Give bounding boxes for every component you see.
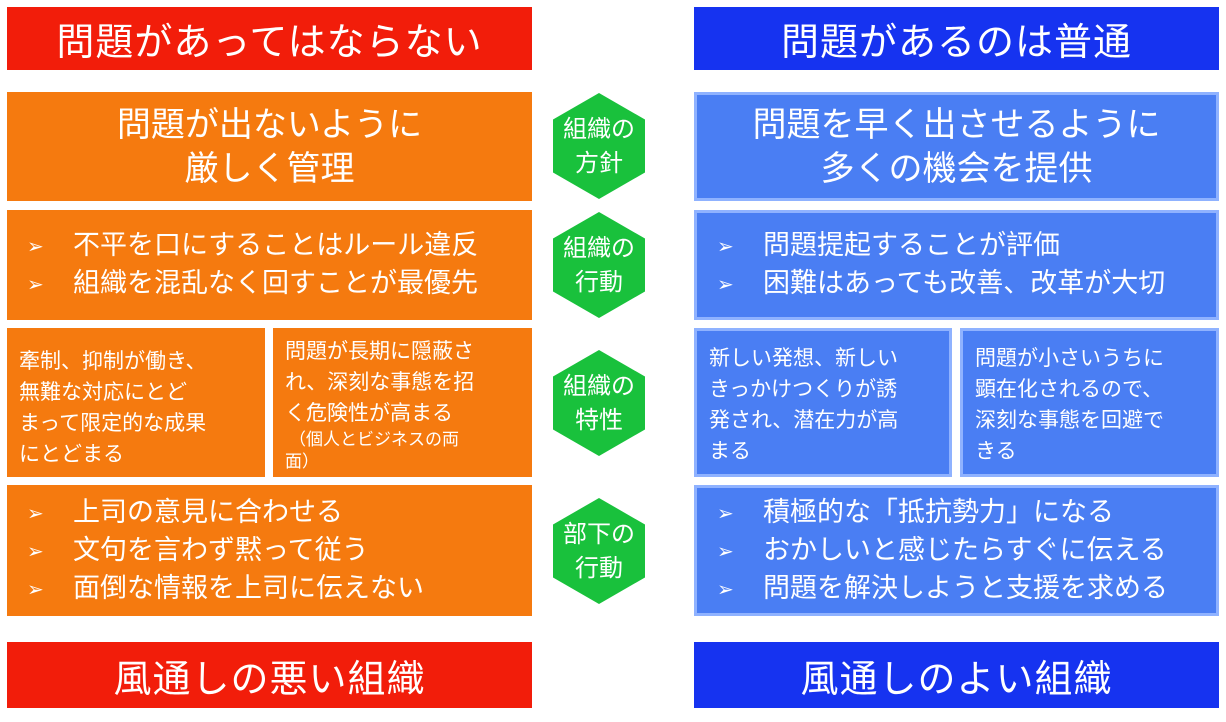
arrowhead-bullet-icon: ➢ xyxy=(717,538,734,563)
label-subordinate-line2: 行動 xyxy=(575,554,623,582)
right-trait-a-line: きっかけつくりが誘 xyxy=(709,377,898,401)
arrowhead-bullet-icon: ➢ xyxy=(27,576,44,601)
list-item: ➢ おかしいと感じたらすぐに伝える xyxy=(717,532,1168,570)
left-subordinate-text: 上司の意見に合わせる xyxy=(73,496,343,528)
right-actions-box: ➢ 問題提起することが評価 ➢ 困難はあっても改善、改革が大切 xyxy=(694,210,1219,320)
right-trait-b-line: きる xyxy=(975,439,1017,463)
right-subordinate-text: 積極的な「抵抗勢力」になる xyxy=(763,496,1114,528)
list-item: ➢ 上司の意見に合わせる xyxy=(27,494,424,532)
left-policy-box: 問題が出ないように 厳しく管理 xyxy=(7,92,532,201)
arrowhead-bullet-icon: ➢ xyxy=(27,538,44,563)
right-trait-a-box: 新しい発想、新しい きっかけつくりが誘 発され、潜在力が高 まる xyxy=(694,328,952,477)
arrowhead-bullet-icon: ➢ xyxy=(27,272,44,296)
label-trait-hexagon: 組織の 特性 xyxy=(553,350,645,456)
right-action-text: 問題提起することが評価 xyxy=(763,230,1060,261)
left-subordinate-list: ➢ 上司の意見に合わせる ➢ 文句を言わず黙って従う ➢ 面倒な情報を上司に伝えない xyxy=(7,494,424,608)
list-item: ➢ 困難はあっても改善、改革が大切 xyxy=(717,265,1165,303)
left-trait-a-box: 牽制、抑制が働き、 無難な対応にとど まって限定的な成果 にとどまる xyxy=(7,328,265,477)
label-trait-line2: 特性 xyxy=(575,406,623,434)
list-item: ➢ 文句を言わず黙って従う xyxy=(27,532,424,570)
right-trait-b-line: 問題が小さいうちに xyxy=(975,346,1164,370)
right-footer: 風通しのよい組織 xyxy=(694,642,1219,708)
right-actions-list: ➢ 問題提起することが評価 ➢ 困難はあっても改善、改革が大切 xyxy=(697,227,1165,303)
right-footer-text: 風通しのよい組織 xyxy=(800,656,1113,701)
left-subordinate-text: 文句を言わず黙って従う xyxy=(73,534,369,566)
right-policy-box: 問題を早く出させるように 多くの機会を提供 xyxy=(694,92,1219,201)
left-policy-line2: 厳しく管理 xyxy=(184,148,355,189)
label-subordinate-line1: 部下の xyxy=(563,520,635,548)
arrowhead-bullet-icon: ➢ xyxy=(717,576,734,601)
label-action-line2: 行動 xyxy=(575,268,623,296)
left-trait-b-line: 問題が長期に隠蔽さ xyxy=(285,339,474,363)
list-item: ➢ 組織を混乱なく回すことが最優先 xyxy=(27,265,478,303)
left-footer: 風通しの悪い組織 xyxy=(7,642,532,708)
label-action-hexagon: 組織の 行動 xyxy=(553,212,645,318)
right-trait-a-line: 新しい発想、新しい xyxy=(709,346,898,370)
right-subordinate-box: ➢ 積極的な「抵抗勢力」になる ➢ おかしいと感じたらすぐに伝える ➢ 問題を解決しよ… xyxy=(694,485,1219,616)
right-trait-b-box: 問題が小さいうちに 顕在化されるので、 深刻な事態を回避で きる xyxy=(960,328,1219,477)
left-trait-a-line: 牽制、抑制が働き、 xyxy=(19,349,207,373)
left-trait-a-line: 無難な対応にとど xyxy=(19,380,187,404)
left-trait-b-line: れ、深刻な事態を招 xyxy=(285,370,475,394)
label-trait-line1: 組織の xyxy=(563,372,635,400)
label-subordinate-hexagon: 部下の 行動 xyxy=(553,498,645,604)
list-item: ➢ 面倒な情報を上司に伝えない xyxy=(27,570,424,608)
right-trait-a-line: 発され、潜在力が高 xyxy=(709,408,899,432)
left-footer-text: 風通しの悪い組織 xyxy=(113,656,426,701)
arrowhead-bullet-icon: ➢ xyxy=(27,234,44,258)
left-action-text: 組織を混乱なく回すことが最優先 xyxy=(73,268,478,299)
right-policy-line2: 多くの機会を提供 xyxy=(820,148,1093,189)
list-item: ➢ 不平を口にすることはルール違反 xyxy=(27,227,478,265)
left-trait-a-line: にとどまる xyxy=(19,442,124,466)
list-item: ➢ 積極的な「抵抗勢力」になる xyxy=(717,494,1168,532)
left-trait-b-line: く危険性が高まる xyxy=(285,401,453,425)
right-header-text: 問題があるのは普通 xyxy=(780,20,1132,64)
label-action-line1: 組織の xyxy=(563,234,635,262)
left-trait-b-note: 面） xyxy=(285,452,319,472)
right-policy-line1: 問題を早く出させるように xyxy=(752,104,1161,145)
left-actions-list: ➢ 不平を口にすることはルール違反 ➢ 組織を混乱なく回すことが最優先 xyxy=(7,227,478,303)
right-subordinate-text: 問題を解決しようと支援を求める xyxy=(763,572,1168,604)
right-subordinate-text: おかしいと感じたらすぐに伝える xyxy=(763,534,1167,566)
left-trait-a-line: まって限定的な成果 xyxy=(19,411,207,435)
arrowhead-bullet-icon: ➢ xyxy=(27,500,44,525)
arrowhead-bullet-icon: ➢ xyxy=(717,500,734,525)
left-actions-box: ➢ 不平を口にすることはルール違反 ➢ 組織を混乱なく回すことが最優先 xyxy=(7,210,532,320)
left-trait-b-box: 問題が長期に隠蔽さ れ、深刻な事態を招 く危険性が高まる （個人とビジネスの両 … xyxy=(273,328,532,477)
list-item: ➢ 問題を解決しようと支援を求める xyxy=(717,570,1168,608)
left-subordinate-text: 面倒な情報を上司に伝えない xyxy=(73,572,424,604)
left-policy-line1: 問題が出ないように xyxy=(116,104,423,145)
list-item: ➢ 問題提起することが評価 xyxy=(717,227,1165,265)
right-trait-b-line: 顕在化されるので、 xyxy=(975,377,1164,401)
label-policy-line1: 組織の xyxy=(563,115,635,143)
right-header: 問題があるのは普通 xyxy=(694,7,1219,70)
left-trait-b-note: （個人とビジネスの両 xyxy=(289,430,459,450)
right-trait-a-line: まる xyxy=(709,439,751,463)
label-policy-hexagon: 組織の 方針 xyxy=(553,93,645,199)
right-trait-b-line: 深刻な事態を回避で xyxy=(975,408,1164,432)
left-header-text: 問題があってはならない xyxy=(56,20,483,64)
right-subordinate-list: ➢ 積極的な「抵抗勢力」になる ➢ おかしいと感じたらすぐに伝える ➢ 問題を解決しよ… xyxy=(697,494,1168,608)
arrowhead-bullet-icon: ➢ xyxy=(717,234,734,258)
left-subordinate-box: ➢ 上司の意見に合わせる ➢ 文句を言わず黙って従う ➢ 面倒な情報を上司に伝えない xyxy=(7,485,532,616)
right-action-text: 困難はあっても改善、改革が大切 xyxy=(763,268,1166,299)
label-policy-line2: 方針 xyxy=(575,149,623,177)
arrowhead-bullet-icon: ➢ xyxy=(717,272,734,296)
left-header: 問題があってはならない xyxy=(7,7,532,70)
left-action-text: 不平を口にすることはルール違反 xyxy=(73,230,479,261)
